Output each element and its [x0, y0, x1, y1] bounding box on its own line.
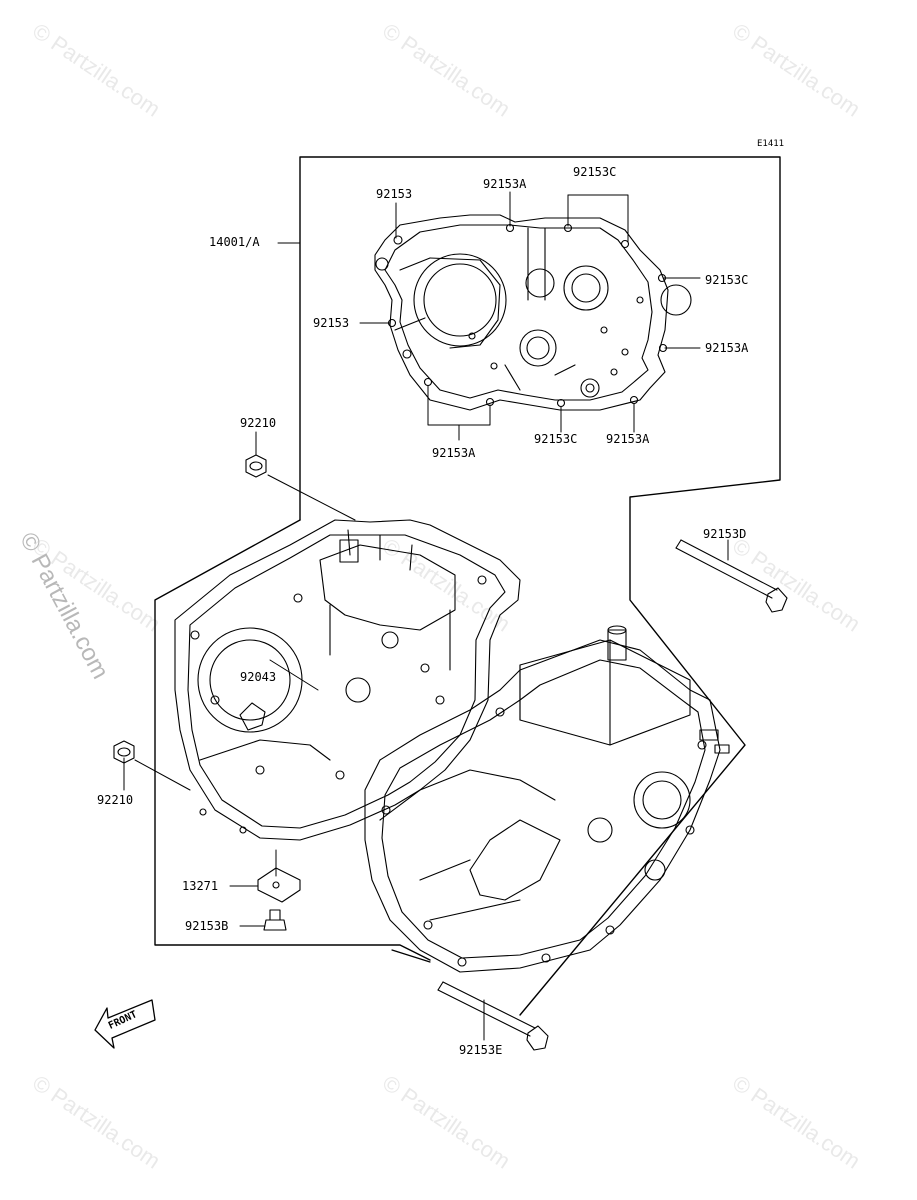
part-label-92043: 92043: [240, 670, 277, 684]
figure-id: E1411: [757, 139, 785, 149]
part-label-13271: 13271: [182, 879, 219, 893]
part-label-92153E: 92153E: [459, 1043, 503, 1057]
part-label-92153A: 92153A: [432, 446, 476, 460]
front-arrow: [94, 999, 156, 1049]
part-label-92153A: 92153A: [483, 177, 527, 191]
part-label-14001A: 14001/A: [209, 235, 260, 249]
part-label-92153A: 92153A: [705, 341, 749, 355]
leader-lines: [123, 191, 729, 1041]
part-label-92153C: 92153C: [705, 273, 749, 287]
bolt-92153D: [675, 539, 788, 613]
cap-nut-lower: [113, 740, 135, 764]
part-label-92153C: 92153C: [534, 432, 578, 446]
part-label-92153C: 92153C: [573, 165, 617, 179]
part-label-92153: 92153: [313, 316, 350, 330]
part-label-92153: 92153: [376, 187, 413, 201]
bracket-13271: [257, 867, 301, 903]
part-label-92210: 92210: [97, 793, 134, 807]
crankcase-left-half: [174, 519, 521, 841]
bolt-92153B: [263, 909, 287, 931]
crankcase-upper-half: [374, 214, 692, 411]
part-label-92153B: 92153B: [185, 919, 229, 933]
part-label-92210: 92210: [240, 416, 277, 430]
cap-nut-upper: [245, 454, 267, 478]
part-label-92153D: 92153D: [703, 527, 747, 541]
bolt-92153E: [437, 981, 549, 1051]
crankcase-right-half: [364, 625, 730, 973]
part-label-92153A: 92153A: [606, 432, 650, 446]
reference-outline: [154, 156, 781, 1016]
